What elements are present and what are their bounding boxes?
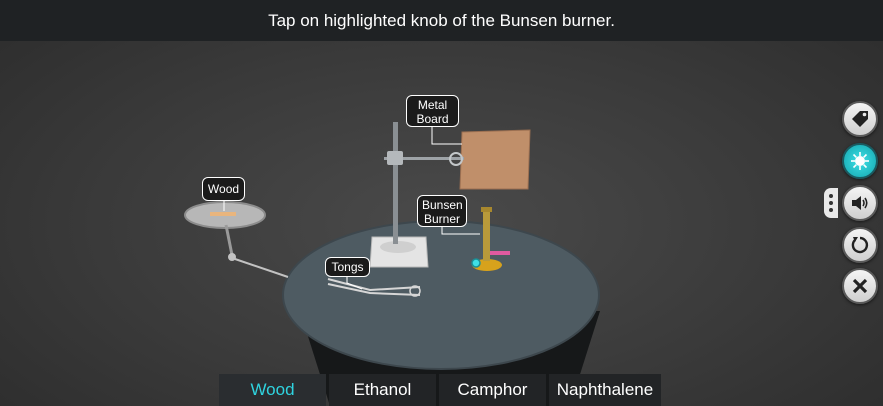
bunsen-label-line1: Bunsen xyxy=(422,198,463,212)
burner-knob[interactable] xyxy=(471,258,481,268)
label-toggle-button[interactable] xyxy=(842,101,878,137)
speaker-icon xyxy=(852,196,868,210)
metal-board[interactable] xyxy=(459,129,531,190)
sound-button[interactable] xyxy=(842,185,878,221)
clamp-arm xyxy=(384,157,464,160)
tab-camphor[interactable]: Camphor xyxy=(439,374,546,406)
clamp-holder xyxy=(387,151,403,165)
metal-board-label-line2: Board xyxy=(416,112,449,126)
tab-naphthalene[interactable]: Naphthalene xyxy=(549,374,661,406)
bunsen-label-line2: Burner xyxy=(423,212,461,226)
plate-arm xyxy=(234,258,289,278)
instruction-bar: Tap on highlighted knob of the Bunsen bu… xyxy=(0,0,883,41)
burner-gas-inlet xyxy=(490,251,510,255)
stand-rod xyxy=(393,122,398,244)
instruction-text: Tap on highlighted knob of the Bunsen bu… xyxy=(268,10,615,30)
material-tabs: Wood Ethanol Camphor Naphthalene xyxy=(219,374,661,406)
more-dot xyxy=(829,201,833,205)
plate-holder xyxy=(224,224,234,256)
wood-piece[interactable] xyxy=(210,212,236,216)
burner-collar xyxy=(481,207,492,212)
bunsen-leader xyxy=(441,225,480,235)
more-dot xyxy=(829,208,833,212)
tongs[interactable] xyxy=(327,278,421,296)
close-icon xyxy=(852,278,868,294)
bunsen-burner-label: Bunsen Burner xyxy=(417,195,467,227)
stand-base-top xyxy=(380,241,416,253)
table-top xyxy=(282,220,600,370)
wood-label: Wood xyxy=(202,177,245,201)
more-options-handle[interactable] xyxy=(824,188,838,218)
plate-joint xyxy=(228,253,236,261)
tongs-label: Tongs xyxy=(325,257,370,277)
tongs-leader xyxy=(346,277,363,290)
clamp-ring xyxy=(449,152,463,166)
metal-board-label: Metal Board xyxy=(406,95,459,127)
restart-icon xyxy=(851,236,869,254)
more-dot xyxy=(829,194,833,198)
wood-label-text: Wood xyxy=(207,182,240,196)
tongs-loop xyxy=(409,285,421,297)
reset-button[interactable] xyxy=(842,227,878,263)
metal-board-label-line1: Metal xyxy=(417,98,448,112)
tab-ethanol[interactable]: Ethanol xyxy=(329,374,436,406)
tongs-label-text: Tongs xyxy=(331,260,364,274)
tag-icon xyxy=(852,111,868,127)
close-button[interactable] xyxy=(842,268,878,304)
metal-board-leader xyxy=(431,125,462,145)
tab-wood[interactable]: Wood xyxy=(219,374,326,406)
burner-tube xyxy=(483,209,490,261)
virus-view-button[interactable] xyxy=(842,143,878,179)
virus-icon xyxy=(851,152,869,170)
